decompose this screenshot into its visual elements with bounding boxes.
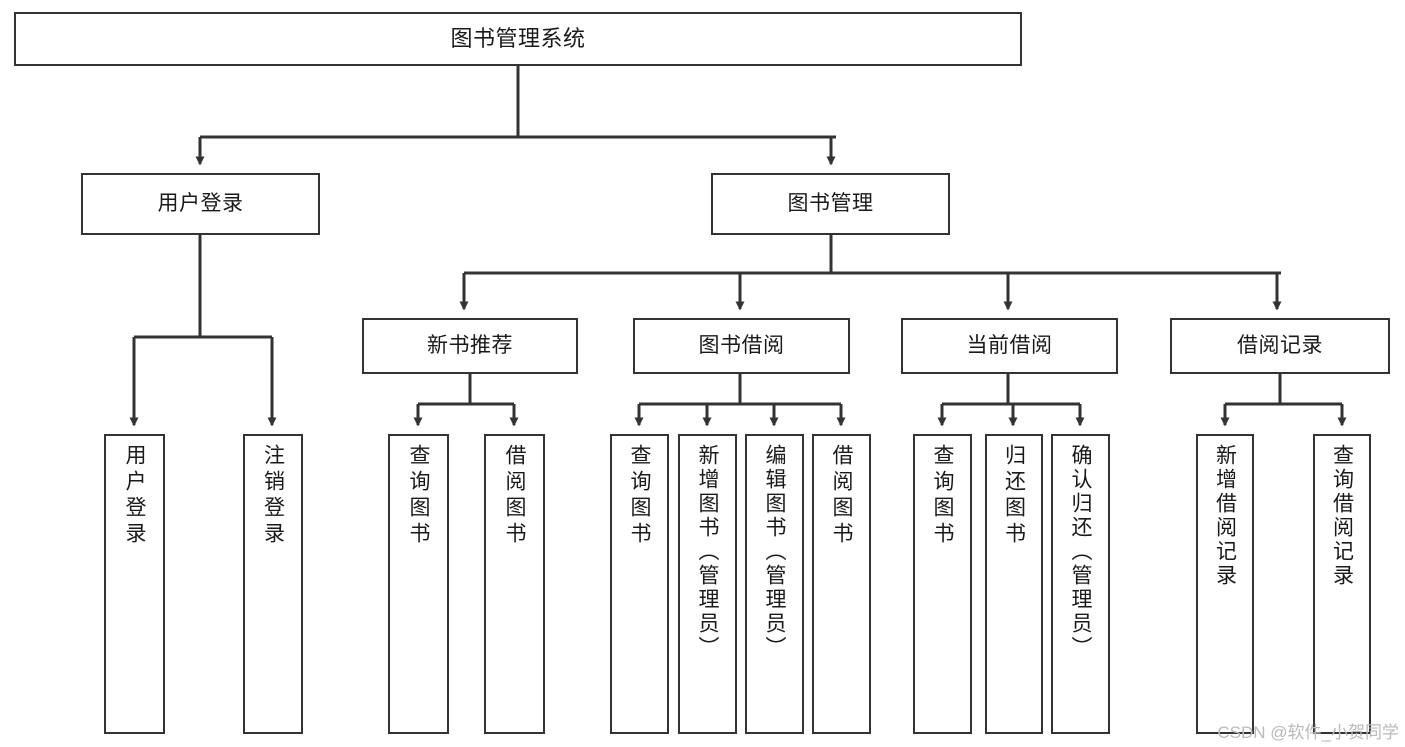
node-label: 借阅图书	[503, 444, 526, 548]
node-leaf-query-book-current[interactable]: 查询图书	[913, 434, 972, 734]
node-new-book-recommend[interactable]: 新书推荐	[362, 318, 578, 374]
node-leaf-add-book-admin[interactable]: 新增图书（管理员）	[678, 434, 737, 734]
node-label: 确认归还（管理员）	[1069, 444, 1092, 660]
node-label: 查询借阅记录	[1330, 444, 1354, 588]
node-label: 图书借阅	[698, 333, 785, 357]
node-leaf-return-book[interactable]: 归还图书	[985, 434, 1043, 734]
node-leaf-query-borrow-record[interactable]: 查询借阅记录	[1313, 434, 1371, 734]
node-user-login[interactable]: 用户登录	[81, 173, 320, 235]
node-leaf-user-logout[interactable]: 注销登录	[243, 434, 303, 734]
node-label: 图书管理系统	[450, 26, 586, 52]
node-label: 用户登录	[123, 444, 146, 548]
node-label: 借阅记录	[1237, 333, 1323, 357]
node-borrow-record[interactable]: 借阅记录	[1170, 318, 1390, 374]
node-leaf-edit-book-admin[interactable]: 编辑图书（管理员）	[745, 434, 804, 734]
node-label: 查询图书	[628, 444, 651, 548]
node-leaf-borrow-book[interactable]: 借阅图书	[812, 434, 871, 734]
node-label: 图书管理	[787, 191, 874, 215]
node-label: 注销登录	[261, 444, 285, 548]
node-label: 编辑图书（管理员）	[763, 444, 786, 660]
node-current-borrow[interactable]: 当前借阅	[901, 318, 1118, 374]
node-label: 归还图书	[1002, 444, 1026, 548]
node-leaf-confirm-return-admin[interactable]: 确认归还（管理员）	[1051, 434, 1110, 734]
node-label: 新增图书（管理员）	[696, 444, 719, 660]
node-label: 用户登录	[157, 191, 244, 215]
node-leaf-query-book-recommend[interactable]: 查询图书	[388, 434, 449, 734]
node-label: 新增借阅记录	[1213, 444, 1237, 588]
node-leaf-query-book-borrow[interactable]: 查询图书	[610, 434, 669, 734]
node-leaf-add-borrow-record[interactable]: 新增借阅记录	[1196, 434, 1254, 734]
node-label: 借阅图书	[830, 444, 853, 548]
node-label: 查询图书	[931, 444, 954, 548]
node-root-system[interactable]: 图书管理系统	[14, 12, 1022, 66]
node-label: 新书推荐	[427, 333, 513, 357]
node-label: 查询图书	[407, 444, 430, 548]
node-leaf-borrow-book-recommend[interactable]: 借阅图书	[484, 434, 545, 734]
node-book-manage[interactable]: 图书管理	[711, 173, 950, 235]
csdn-watermark: CSDN @软件_小贺同学	[1217, 723, 1399, 742]
node-leaf-user-login[interactable]: 用户登录	[104, 434, 165, 734]
node-label: 当前借阅	[966, 333, 1053, 357]
node-book-borrow[interactable]: 图书借阅	[633, 318, 850, 374]
